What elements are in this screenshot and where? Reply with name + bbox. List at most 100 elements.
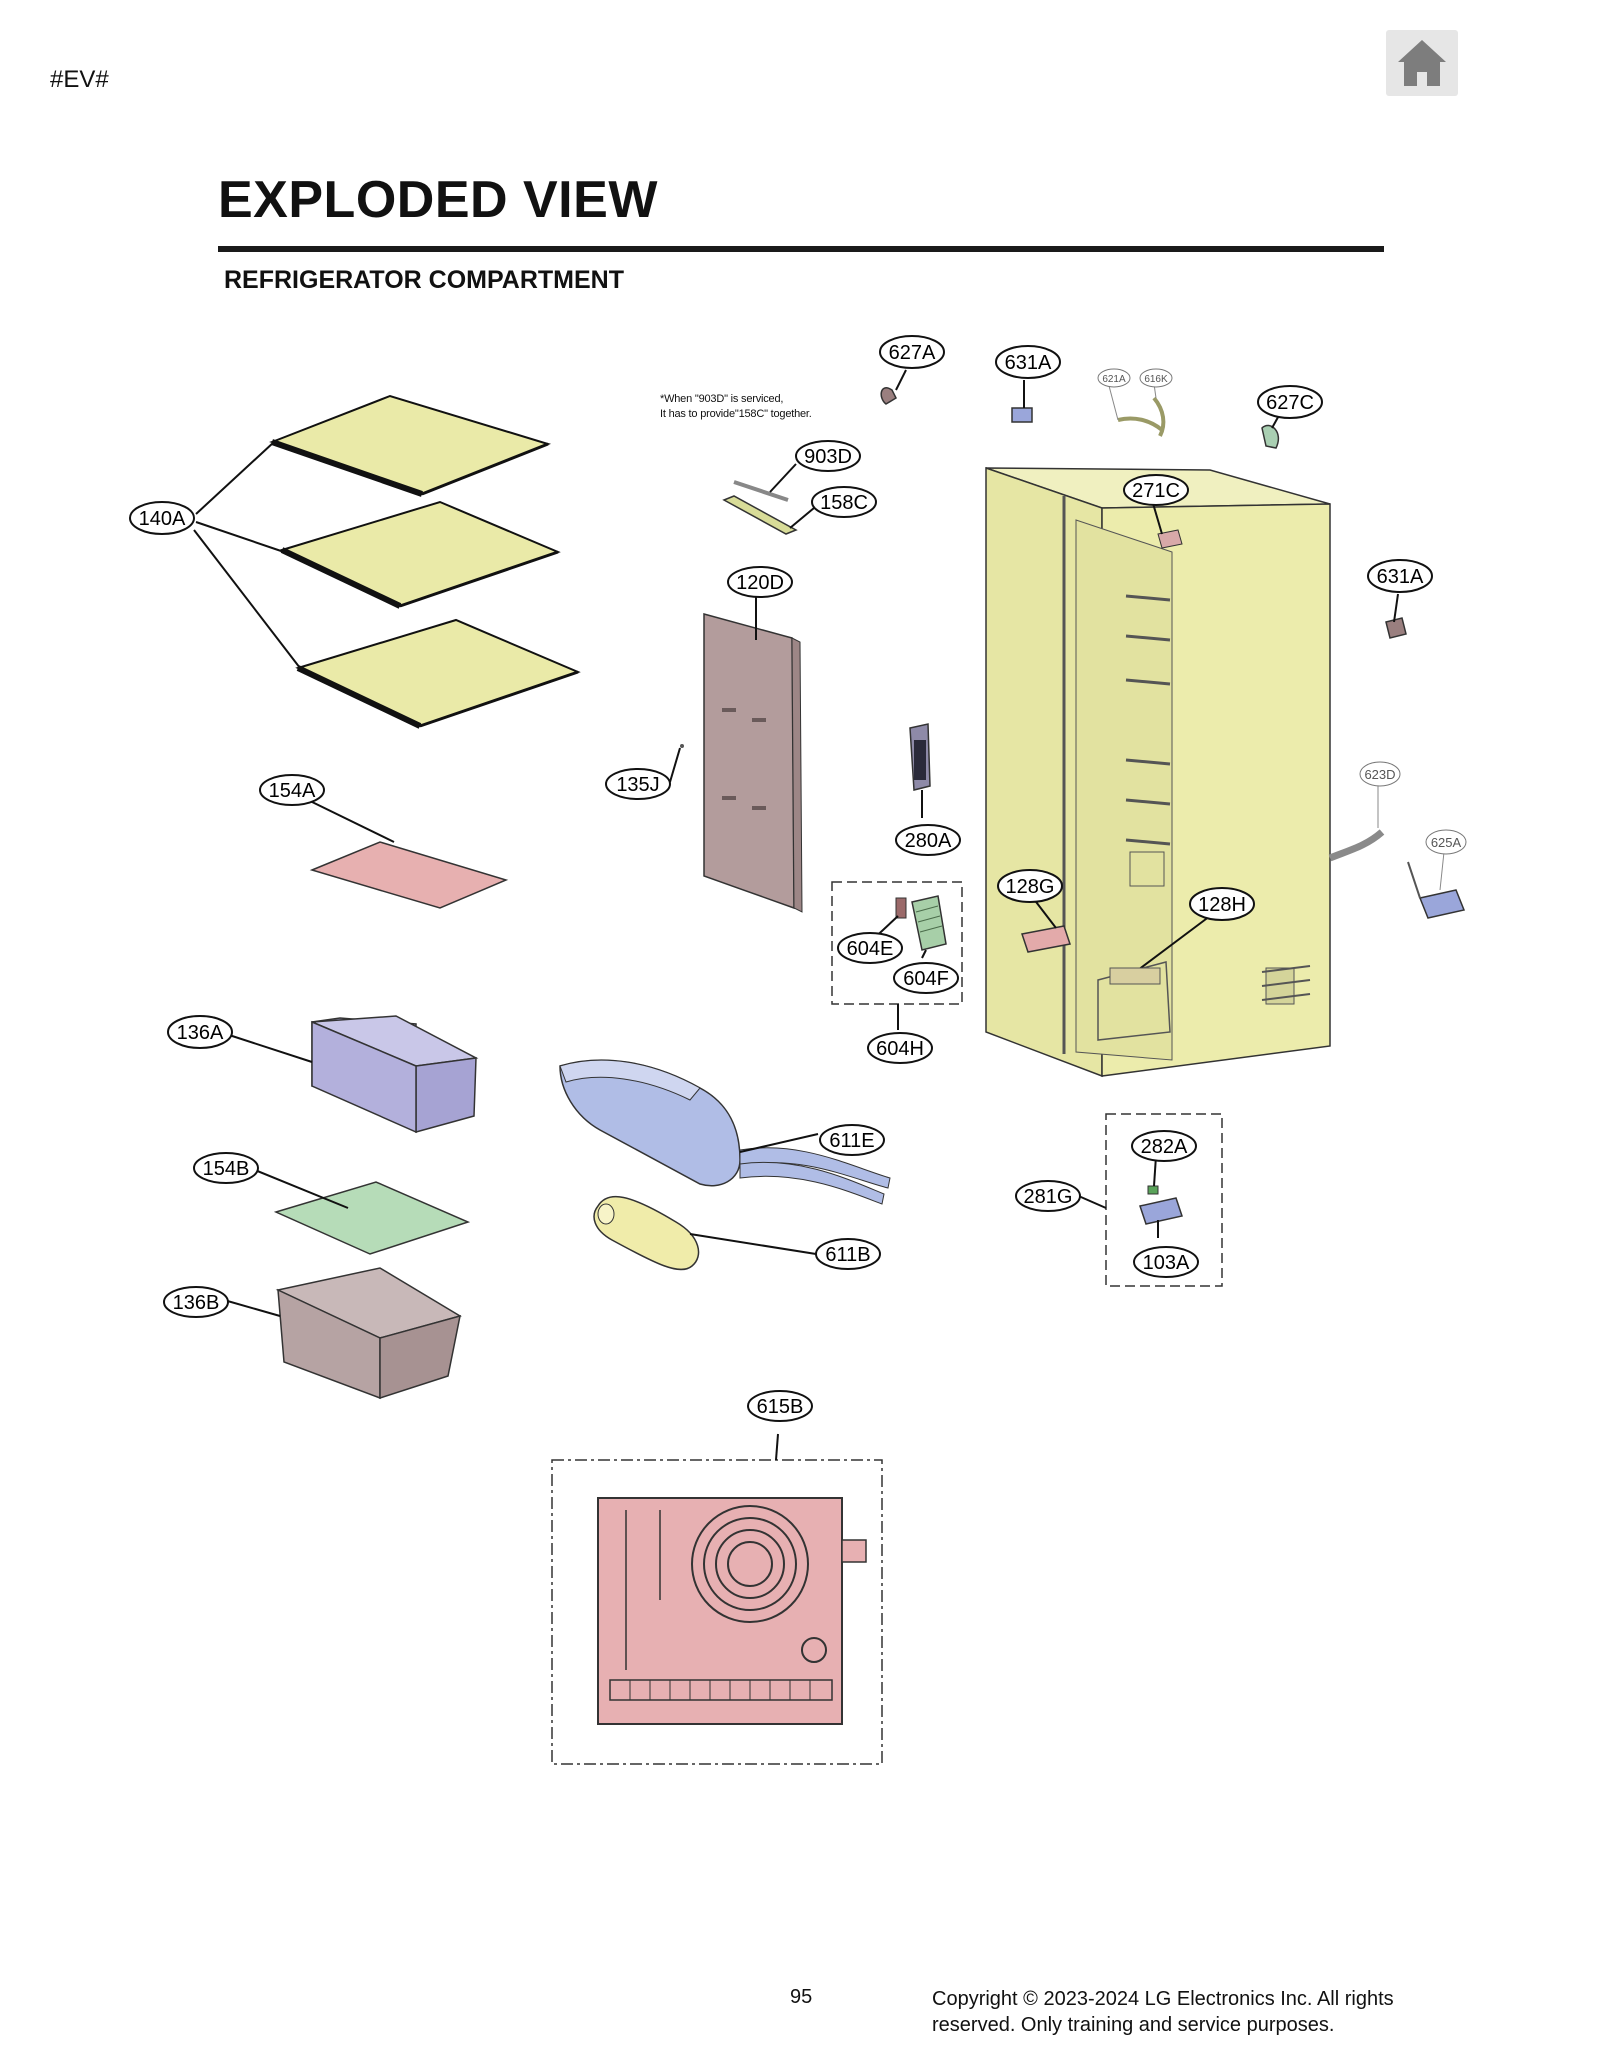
callout-282A[interactable]: 282A xyxy=(1131,1130,1197,1162)
part-627A[interactable] xyxy=(880,387,897,405)
service-note-line2: It has to provide"158C" together. xyxy=(660,408,812,420)
page-title: EXPLODED VIEW xyxy=(218,171,658,229)
svg-text:135J: 135J xyxy=(616,774,659,796)
part-158C[interactable] xyxy=(722,495,798,535)
svg-text:120D: 120D xyxy=(736,572,784,594)
part-128G[interactable] xyxy=(1021,925,1071,953)
group-281G-frame xyxy=(1105,1113,1223,1287)
callout-120D[interactable]: 120D xyxy=(727,566,793,598)
part-627C[interactable] xyxy=(1261,424,1280,449)
svg-text:627C: 627C xyxy=(1266,392,1314,414)
part-623D[interactable] xyxy=(1328,829,1385,862)
callout-136A[interactable]: 136A xyxy=(167,1015,233,1049)
svg-text:631A: 631A xyxy=(1377,566,1424,588)
part-903D[interactable] xyxy=(733,480,789,502)
copyright-line1: Copyright © 2023-2024 LG Electronics Inc… xyxy=(932,1988,1394,2010)
copyright: Copyright © 2023-2024 LG Electronics Inc… xyxy=(932,1986,1452,2038)
callout-128G[interactable]: 128G xyxy=(997,869,1063,903)
shelf-top[interactable] xyxy=(269,394,552,497)
housing-611E[interactable] xyxy=(559,1059,891,1205)
callout-615B[interactable]: 615B xyxy=(747,1390,813,1422)
svg-text:154B: 154B xyxy=(203,1158,250,1180)
svg-text:128G: 128G xyxy=(1006,876,1055,898)
callout-631A-top[interactable]: 631A xyxy=(995,345,1061,379)
board-615B[interactable] xyxy=(597,1497,867,1725)
group-615B-frame xyxy=(551,1459,883,1765)
svg-text:158C: 158C xyxy=(820,492,868,514)
callout-604E[interactable]: 604E xyxy=(837,932,903,964)
page-tag: #EV# xyxy=(50,66,109,93)
drawer-136A[interactable] xyxy=(311,1015,479,1134)
callout-611E[interactable]: 611E xyxy=(819,1124,885,1156)
callout-154A[interactable]: 154A xyxy=(259,774,325,806)
shelf-bottom[interactable] xyxy=(295,618,581,729)
page-number: 95 xyxy=(790,1986,813,2008)
callout-271C[interactable]: 271C xyxy=(1123,474,1189,506)
callout-604F[interactable]: 604F xyxy=(893,962,959,994)
part-271C[interactable] xyxy=(1157,529,1183,549)
callout-158C[interactable]: 158C xyxy=(811,486,877,518)
part-616K[interactable] xyxy=(1152,396,1166,437)
part-621A[interactable] xyxy=(1117,416,1164,432)
svg-text:136A: 136A xyxy=(177,1022,224,1044)
part-631A-top[interactable] xyxy=(1011,407,1033,423)
part-103A[interactable] xyxy=(1139,1197,1183,1225)
part-604F[interactable] xyxy=(911,895,947,951)
svg-text:136B: 136B xyxy=(173,1292,220,1314)
part-604E[interactable] xyxy=(895,897,907,919)
title-rule xyxy=(218,246,1384,252)
cover-154B[interactable] xyxy=(273,1181,471,1255)
panel-120D[interactable] xyxy=(703,613,803,913)
callout-280A[interactable]: 280A xyxy=(895,824,961,856)
part-625A[interactable] xyxy=(1418,889,1466,919)
part-282A[interactable] xyxy=(1147,1185,1159,1195)
svg-text:280A: 280A xyxy=(905,830,952,852)
callout-616K[interactable]: 616K xyxy=(1139,368,1173,388)
callout-135J[interactable]: 135J xyxy=(605,768,671,800)
filter-611B[interactable] xyxy=(593,1195,700,1271)
callout-103A[interactable]: 103A xyxy=(1133,1246,1199,1278)
callout-128H[interactable]: 128H xyxy=(1189,887,1255,921)
svg-text:103A: 103A xyxy=(1143,1252,1190,1274)
svg-text:611E: 611E xyxy=(829,1130,874,1152)
callout-140A[interactable]: 140A xyxy=(129,501,195,535)
svg-text:604E: 604E xyxy=(847,938,894,960)
part-280A[interactable] xyxy=(909,723,931,791)
svg-text:604F: 604F xyxy=(903,968,949,990)
callout-627A[interactable]: 627A xyxy=(879,335,945,369)
svg-text:611B: 611B xyxy=(825,1244,870,1266)
callout-621A[interactable]: 621A xyxy=(1097,368,1131,388)
service-note: *When "903D" is serviced, It has to prov… xyxy=(660,392,812,422)
callout-604H[interactable]: 604H xyxy=(867,1032,933,1064)
callout-154B[interactable]: 154B xyxy=(193,1152,259,1184)
svg-text:615B: 615B xyxy=(757,1396,804,1418)
svg-text:627A: 627A xyxy=(889,342,936,364)
copyright-line2: reserved. Only training and service purp… xyxy=(932,2014,1335,2036)
callout-281G[interactable]: 281G xyxy=(1015,1180,1081,1212)
svg-text:903D: 903D xyxy=(804,446,852,468)
drawer-136B[interactable] xyxy=(275,1267,462,1400)
part-631A-right[interactable] xyxy=(1385,617,1407,639)
home-button[interactable] xyxy=(1386,30,1458,96)
svg-text:154A: 154A xyxy=(269,780,316,802)
svg-text:140A: 140A xyxy=(139,508,186,530)
svg-text:281G: 281G xyxy=(1024,1186,1073,1208)
callout-903D[interactable]: 903D xyxy=(795,440,861,472)
svg-text:282A: 282A xyxy=(1141,1136,1188,1158)
callout-625A[interactable]: 625A xyxy=(1425,829,1467,855)
svg-text:625A: 625A xyxy=(1431,835,1462,850)
shelf-middle[interactable] xyxy=(279,500,561,609)
callout-627C[interactable]: 627C xyxy=(1257,385,1323,419)
part-128H[interactable] xyxy=(1109,967,1161,985)
cabinet[interactable] xyxy=(985,466,1331,1078)
svg-text:271C: 271C xyxy=(1132,480,1180,502)
callout-136B[interactable]: 136B xyxy=(163,1286,229,1318)
callout-611B[interactable]: 611B xyxy=(815,1238,881,1270)
home-icon xyxy=(1398,40,1446,86)
callout-631A-right[interactable]: 631A xyxy=(1367,559,1433,593)
svg-text:623D: 623D xyxy=(1364,767,1395,782)
svg-text:604H: 604H xyxy=(876,1038,924,1060)
cover-154A[interactable] xyxy=(309,841,509,909)
callout-623D[interactable]: 623D xyxy=(1359,761,1401,787)
